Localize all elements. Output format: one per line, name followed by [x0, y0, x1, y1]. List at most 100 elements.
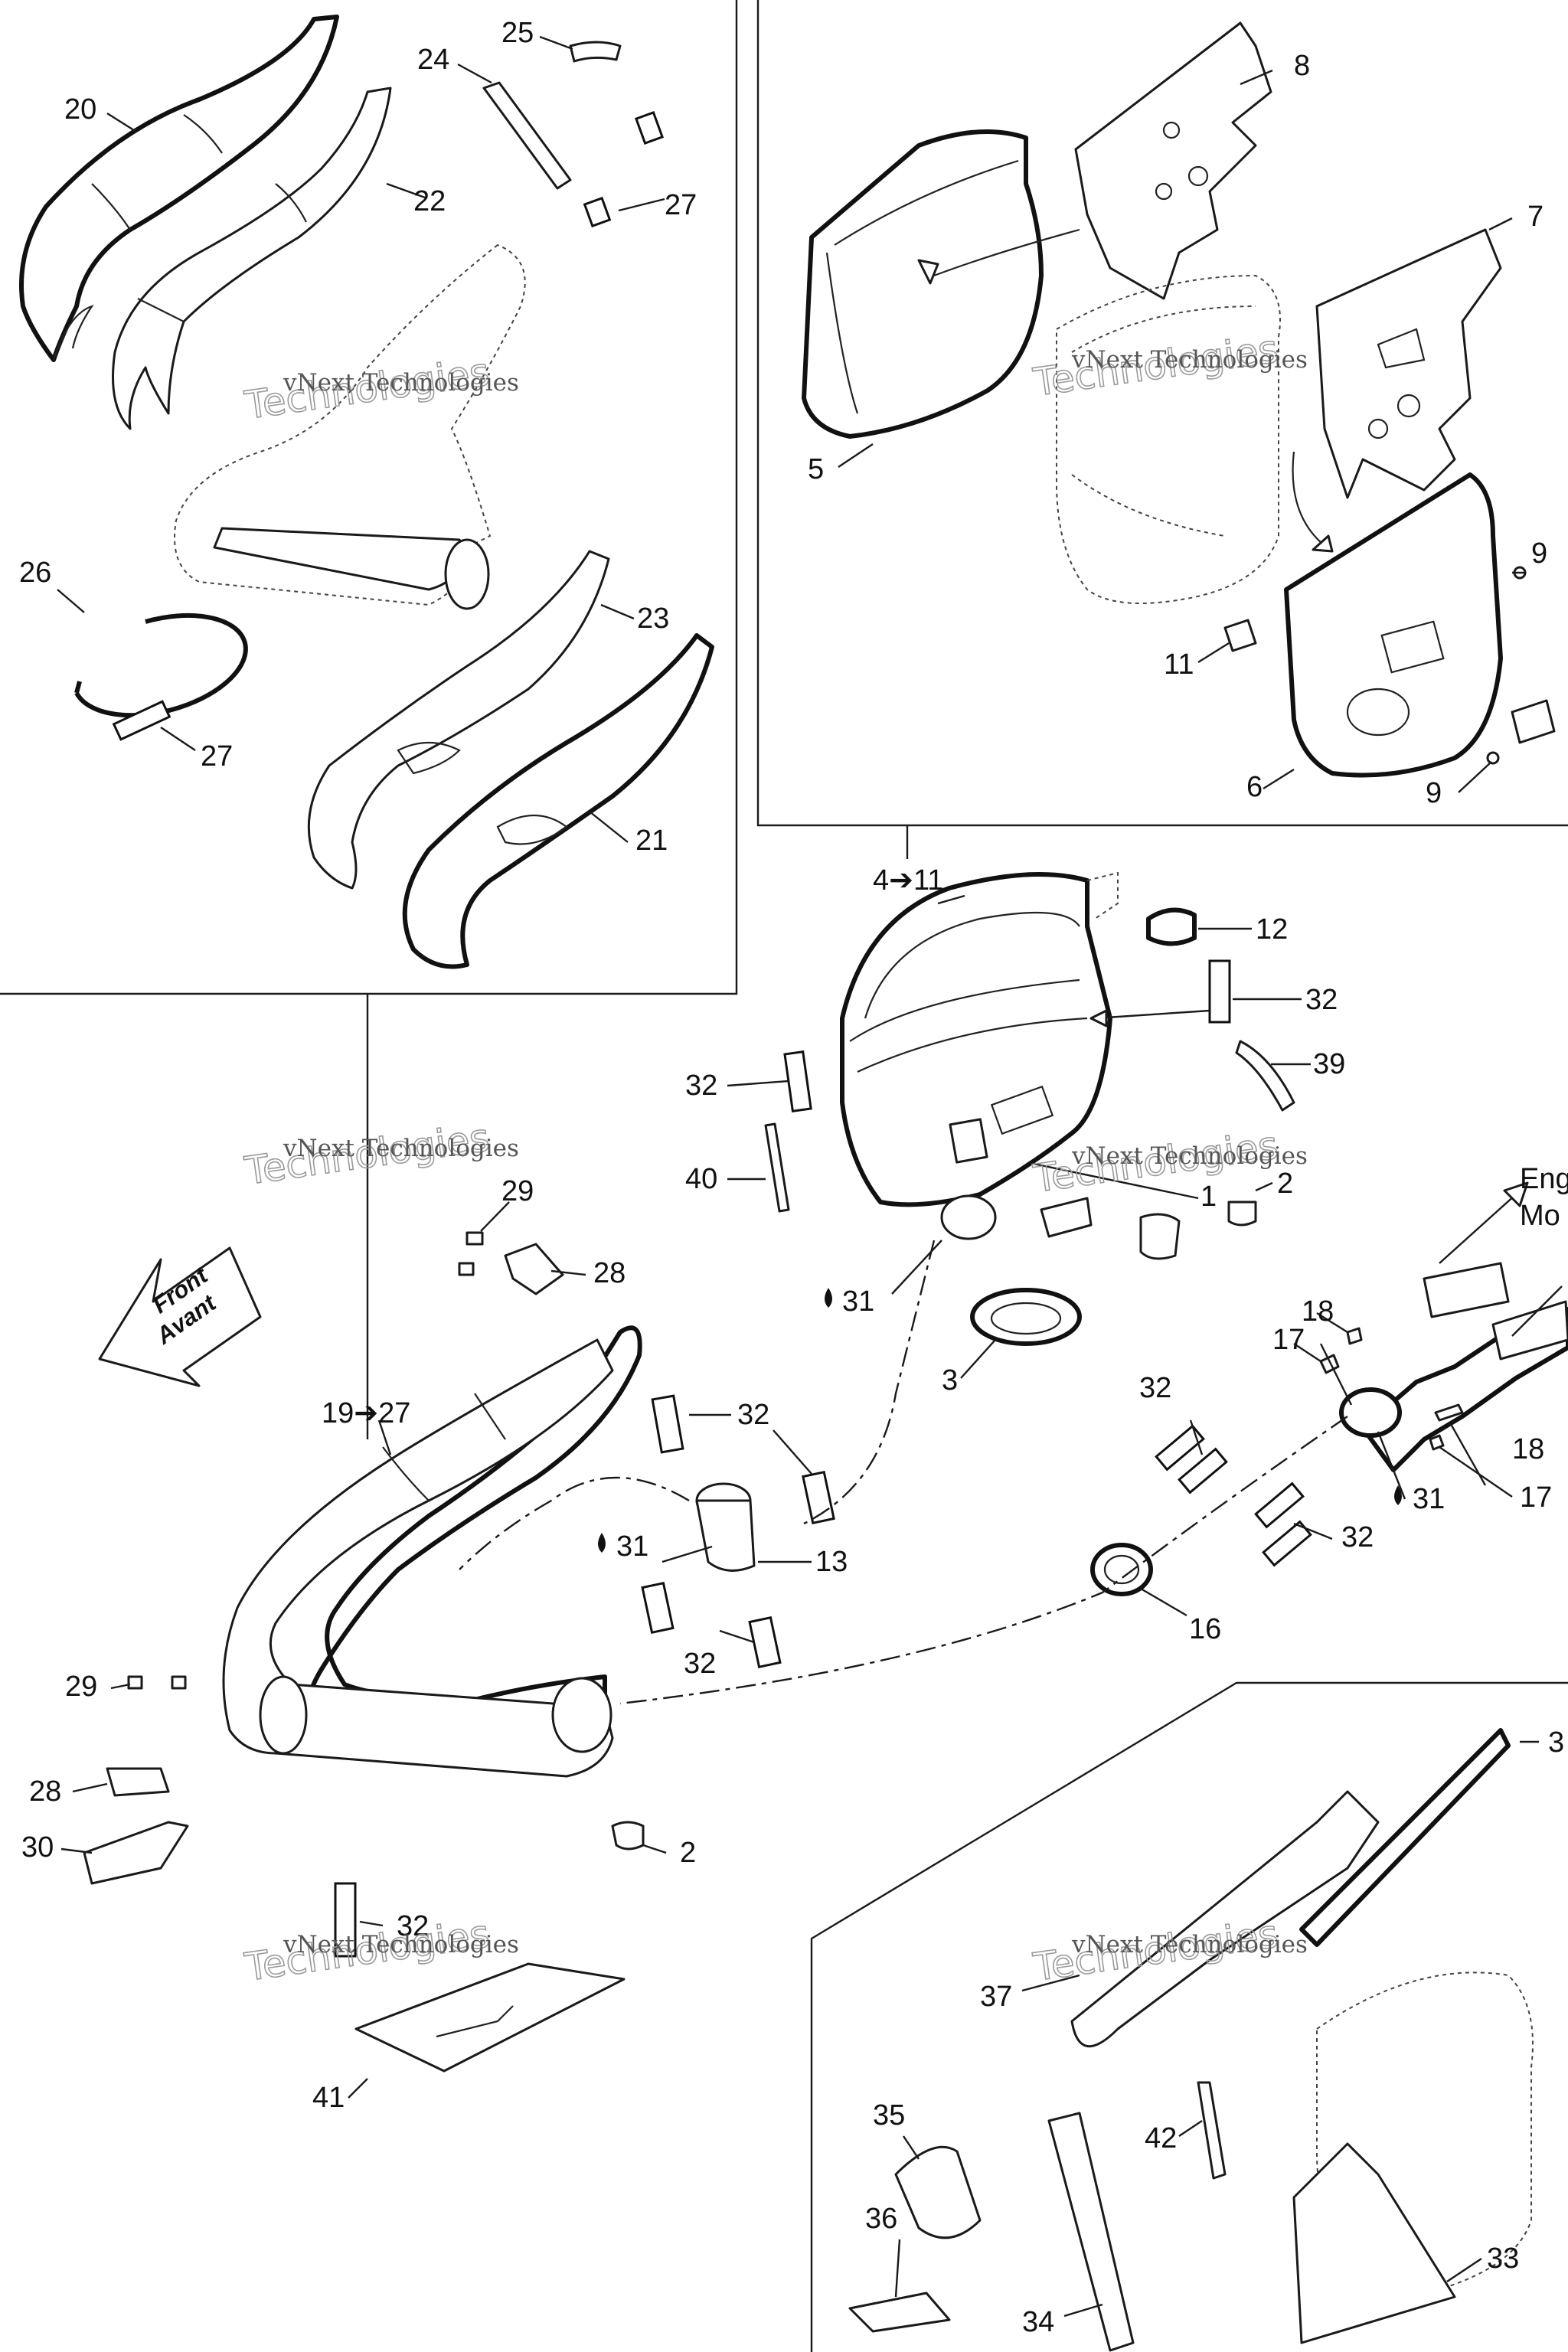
muffler-shield-6 — [1284, 472, 1503, 778]
callout-2-lower: 2 — [680, 1837, 696, 1869]
muffler-bracket — [949, 1118, 988, 1164]
callout-29-lower: 29 — [65, 1671, 97, 1703]
callout-11: 11 — [1164, 648, 1194, 681]
strap-40 — [764, 1122, 790, 1213]
callout-31-coupler: 31 — [616, 1530, 648, 1563]
muffler-assembly — [764, 871, 1295, 1346]
droplet-icon — [1394, 1485, 1402, 1505]
callout-30: 30 — [21, 1831, 54, 1864]
leader-11 — [1197, 642, 1230, 664]
leader-29-lower — [110, 1683, 131, 1690]
callout-28-lower: 28 — [29, 1775, 61, 1808]
leader-27-mid — [160, 727, 196, 751]
muffler-shield-5-arrow — [933, 228, 1080, 277]
leader-27-top — [618, 198, 665, 212]
leader-18-lower — [1449, 1423, 1487, 1486]
bracket-28-lower — [106, 1767, 170, 1797]
frame-top-right — [756, 0, 1568, 827]
leader-muffler-arrow — [1094, 1009, 1210, 1020]
leader-32-coupler-bottom — [719, 1629, 755, 1644]
assembly-paths — [459, 1240, 1348, 1705]
leader-41 — [348, 2078, 368, 2099]
seal-16 — [1090, 1543, 1153, 1596]
watermark-5: Technologies vNext Technologies — [241, 1911, 519, 1991]
ghost-rod — [1086, 871, 1119, 920]
droplet-icon — [598, 1533, 606, 1553]
ring-26 — [74, 612, 248, 718]
engine-arrow-head — [1503, 1181, 1529, 1207]
gasket-8-hole-c — [1155, 182, 1173, 201]
gasket-8-hole-a — [1162, 121, 1181, 139]
heat-shield-22-seam — [137, 183, 307, 322]
callout-26: 26 — [19, 557, 51, 589]
arrowhead-5 — [917, 259, 939, 285]
path-muffler-to-coupler — [803, 1240, 936, 1525]
heat-shields-group — [19, 15, 714, 969]
spring-32-lower — [334, 1882, 357, 1958]
path-coupler-to-pipe — [459, 1476, 690, 1570]
callout-1: 1 — [1200, 1181, 1217, 1213]
leader-31-right — [1377, 1431, 1406, 1500]
leader-4-11 — [937, 894, 965, 905]
leader-22 — [386, 182, 426, 199]
manifold-flange-2 — [1491, 1300, 1568, 1361]
heat-shield-20-seam — [91, 114, 223, 230]
callout-34: 34 — [1022, 2306, 1054, 2338]
engine-label-1: Eng — [1520, 1163, 1568, 1195]
callout-28-top: 28 — [593, 1257, 626, 1289]
spring-32-center-c — [1254, 1481, 1305, 1529]
seal-16-inner — [1103, 1554, 1140, 1585]
stud-18-lower — [1434, 1403, 1464, 1422]
muffler-body-band — [849, 978, 1088, 1073]
callout-3: 3 — [942, 1364, 958, 1396]
callout-24: 24 — [417, 44, 449, 76]
heat-shield-23 — [307, 550, 610, 890]
leader-16 — [1140, 1587, 1187, 1617]
droplet-icons — [598, 1288, 1402, 1553]
muffler-shield-6-hole — [1346, 688, 1410, 737]
plate-right-edge — [1511, 699, 1556, 744]
heat-shield-21-cutout — [496, 815, 568, 845]
gasket-7-window — [1377, 328, 1426, 369]
muffler-shield-5 — [802, 129, 1044, 439]
lower-shield-group — [848, 1728, 1534, 2352]
watermark-2: Technologies vNext Technologies — [1030, 326, 1308, 406]
callout-13: 13 — [815, 1546, 848, 1578]
leader-32-center — [1189, 1419, 1204, 1455]
callout-7: 7 — [1527, 201, 1544, 233]
heat-shield-33 — [1292, 2142, 1456, 2344]
heat-shield-21 — [402, 633, 714, 969]
callout-35: 35 — [873, 2099, 905, 2132]
heat-shield-22 — [112, 87, 392, 430]
callout-21: 21 — [635, 825, 668, 857]
seal-ring-3 — [970, 1288, 1082, 1346]
svg-text:vNext Technologies: vNext Technologies — [283, 1931, 519, 1958]
tuned-pipe-joint — [259, 1675, 308, 1755]
callout-22: 22 — [413, 185, 446, 217]
spring-32-muffler-left — [783, 1050, 812, 1112]
leader-20 — [106, 112, 137, 133]
ghost-muffler-top — [1056, 274, 1281, 604]
callout-32-coupler-bottom: 32 — [684, 1648, 716, 1680]
muffler-body-face — [864, 911, 1080, 1019]
callout-23: 23 — [637, 603, 669, 635]
bumper-2-lower — [611, 1821, 645, 1851]
bracket-28-top — [504, 1243, 564, 1295]
callout-9-a: 9 — [1531, 537, 1547, 570]
callout-4-11: 4➔11 — [873, 864, 943, 897]
front-arrow-shape — [98, 1246, 262, 1387]
screw-29-top-b — [458, 1262, 475, 1276]
leader-3 — [960, 1339, 996, 1379]
leader-23 — [600, 603, 635, 620]
callout-27-top: 27 — [665, 189, 697, 221]
heat-shield-23-cutout — [397, 741, 461, 775]
leader-32-left — [727, 1080, 789, 1087]
callout-27-mid: 27 — [201, 740, 233, 773]
trim-42 — [1197, 2081, 1227, 2180]
callout-31-right: 31 — [1413, 1483, 1445, 1515]
leader-31-top — [891, 1240, 942, 1295]
callout-17-lower: 17 — [1520, 1481, 1552, 1514]
coupler-13 — [695, 1499, 756, 1572]
leader-32-lower — [359, 1920, 384, 1927]
